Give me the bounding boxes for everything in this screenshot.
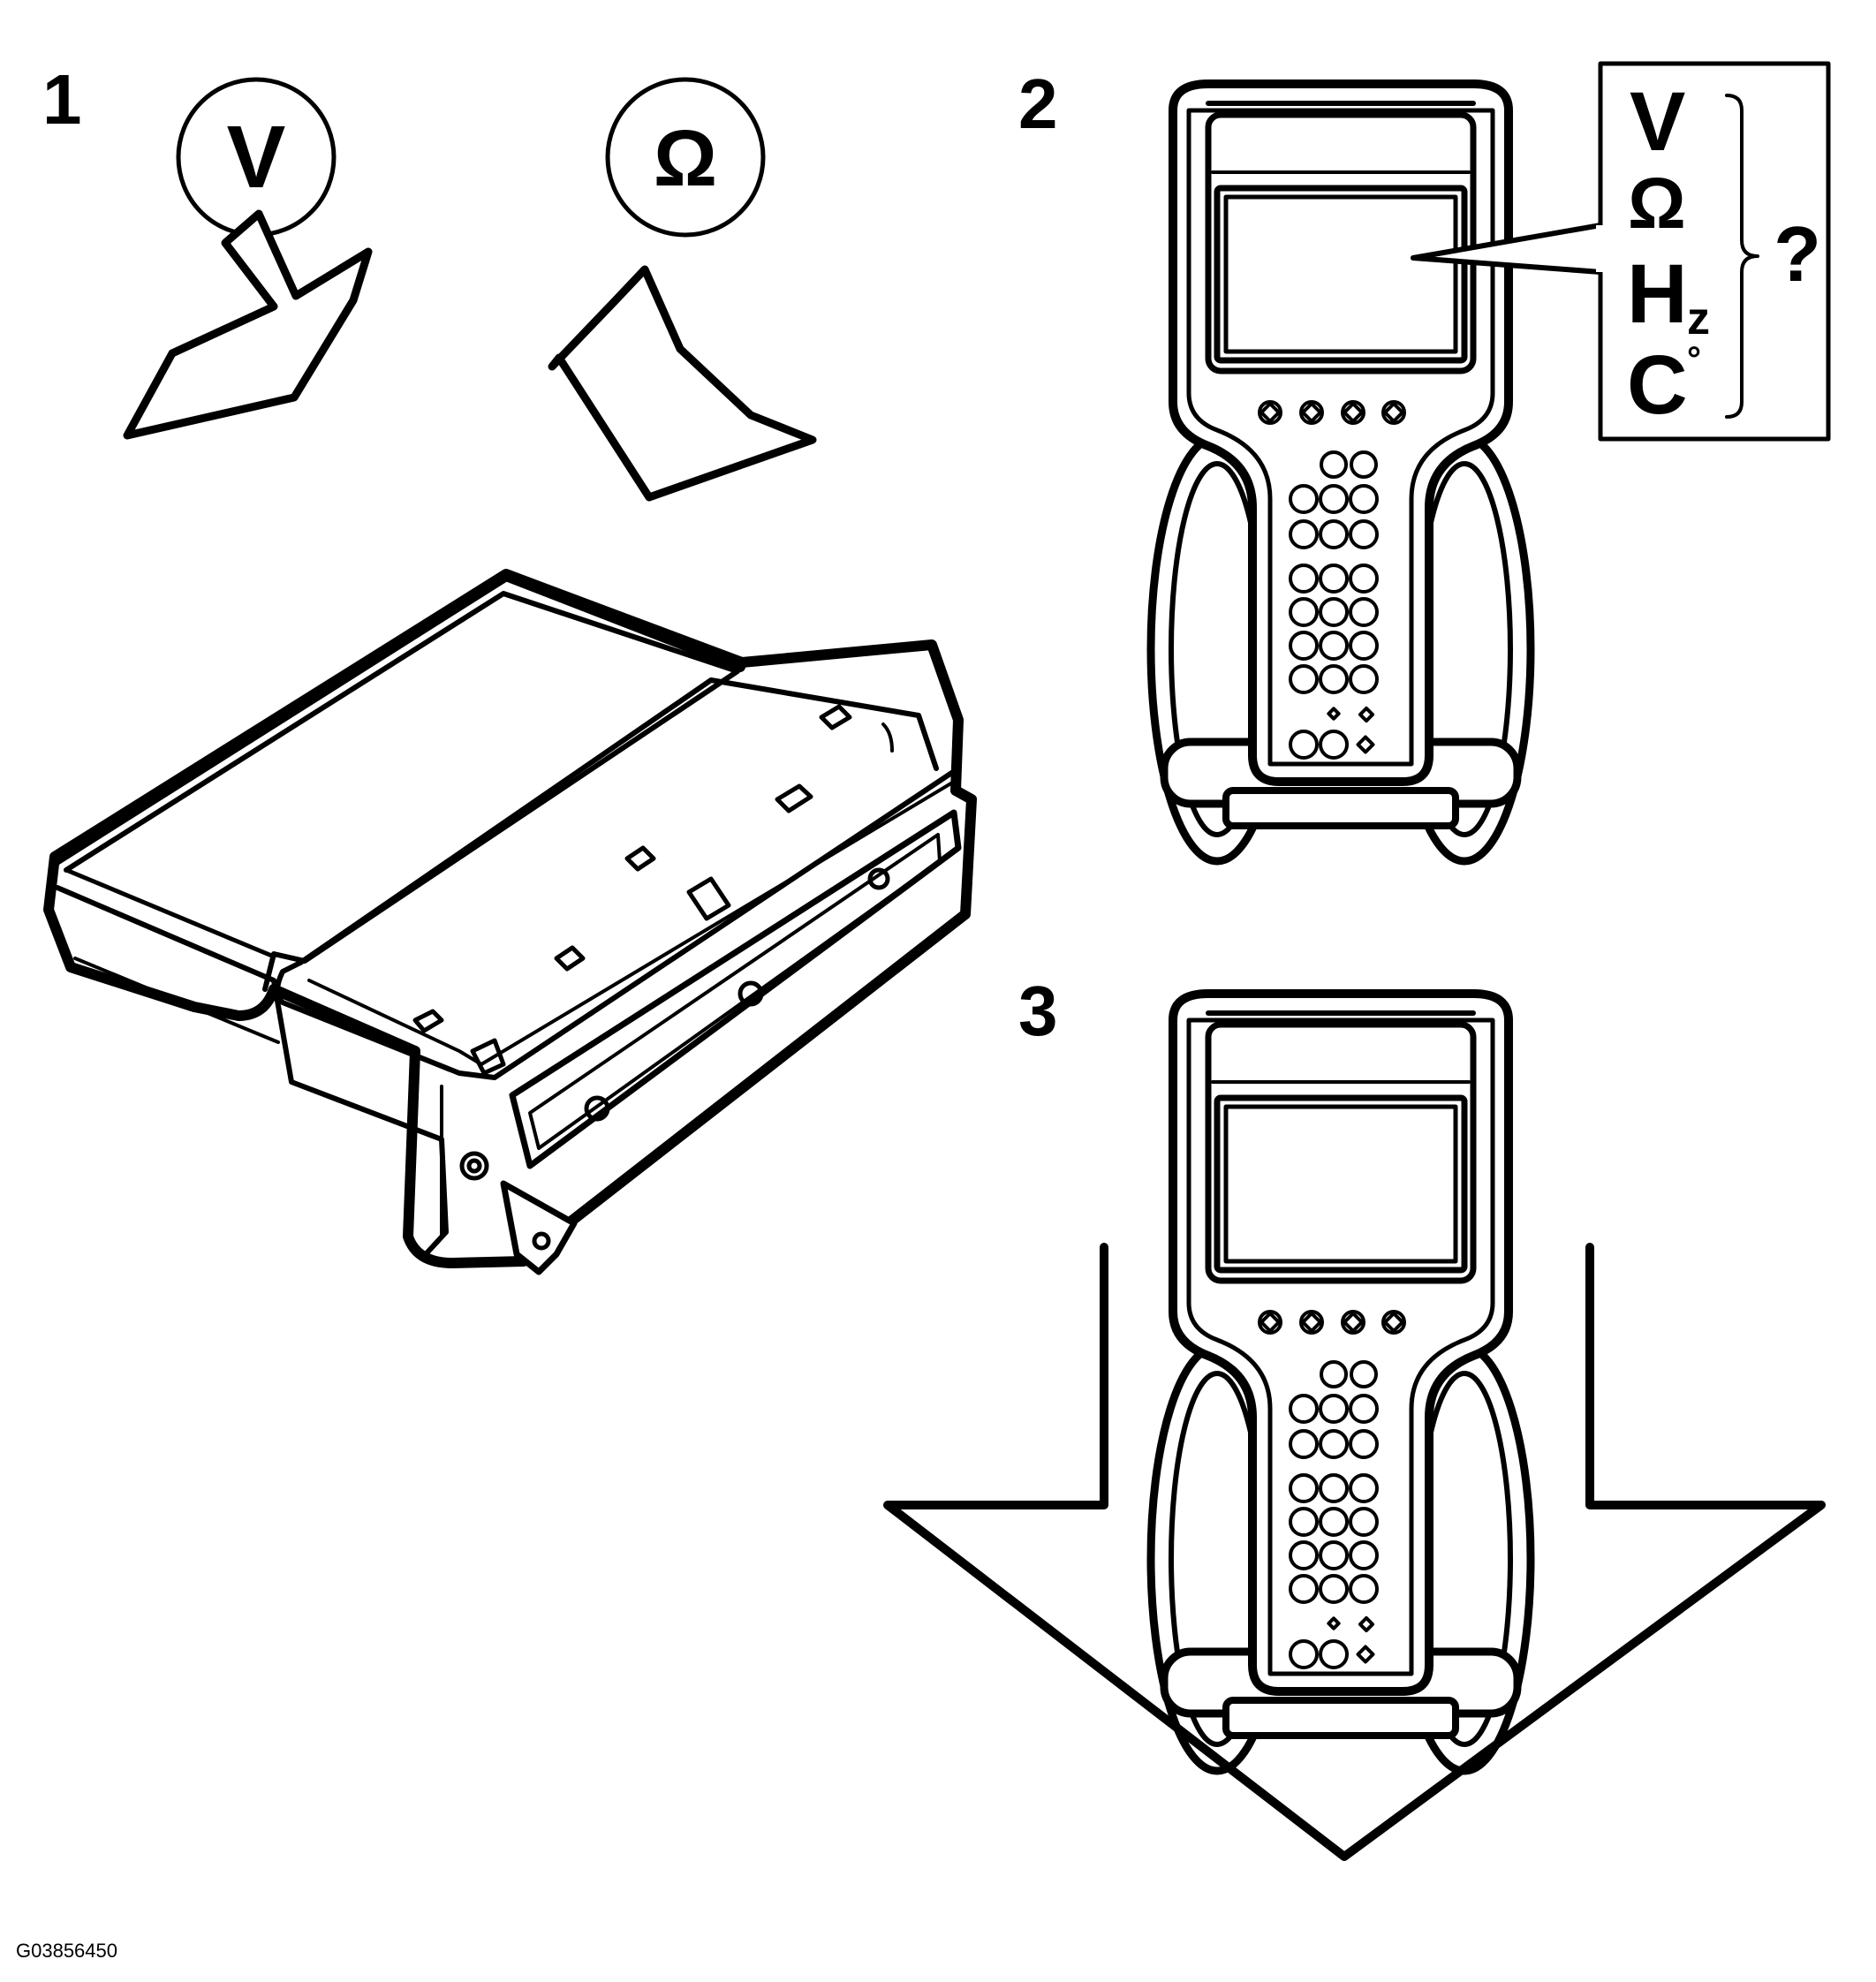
step-number-3: 3 (1018, 972, 1058, 1050)
ohm-icon: Ω (605, 77, 766, 238)
unit-hertz-subscript: z (1687, 293, 1710, 344)
unit-volts: V (1630, 75, 1685, 169)
figure-code: G03856450 (16, 1940, 117, 1962)
unit-celsius: C (1627, 338, 1688, 432)
unit-hertz: H (1627, 247, 1688, 341)
unit-select-callout: V Ω H z C ° ? (1596, 61, 1831, 442)
control-module (43, 569, 977, 1275)
arrow-down-icon (123, 209, 373, 440)
resistance-symbol: Ω (654, 115, 717, 203)
voltage-symbol: V (227, 108, 286, 207)
arrow-down-icon (883, 1243, 1826, 1861)
scan-tool (1151, 994, 1531, 1771)
unit-ohms: Ω (1628, 163, 1686, 244)
step-number-1: 1 (42, 60, 82, 139)
step-number-2: 2 (1018, 64, 1058, 143)
arrow-down-icon (548, 265, 817, 502)
unit-degree: ° (1687, 340, 1701, 379)
scan-tool (1151, 84, 1531, 861)
question-mark: ? (1774, 210, 1821, 298)
